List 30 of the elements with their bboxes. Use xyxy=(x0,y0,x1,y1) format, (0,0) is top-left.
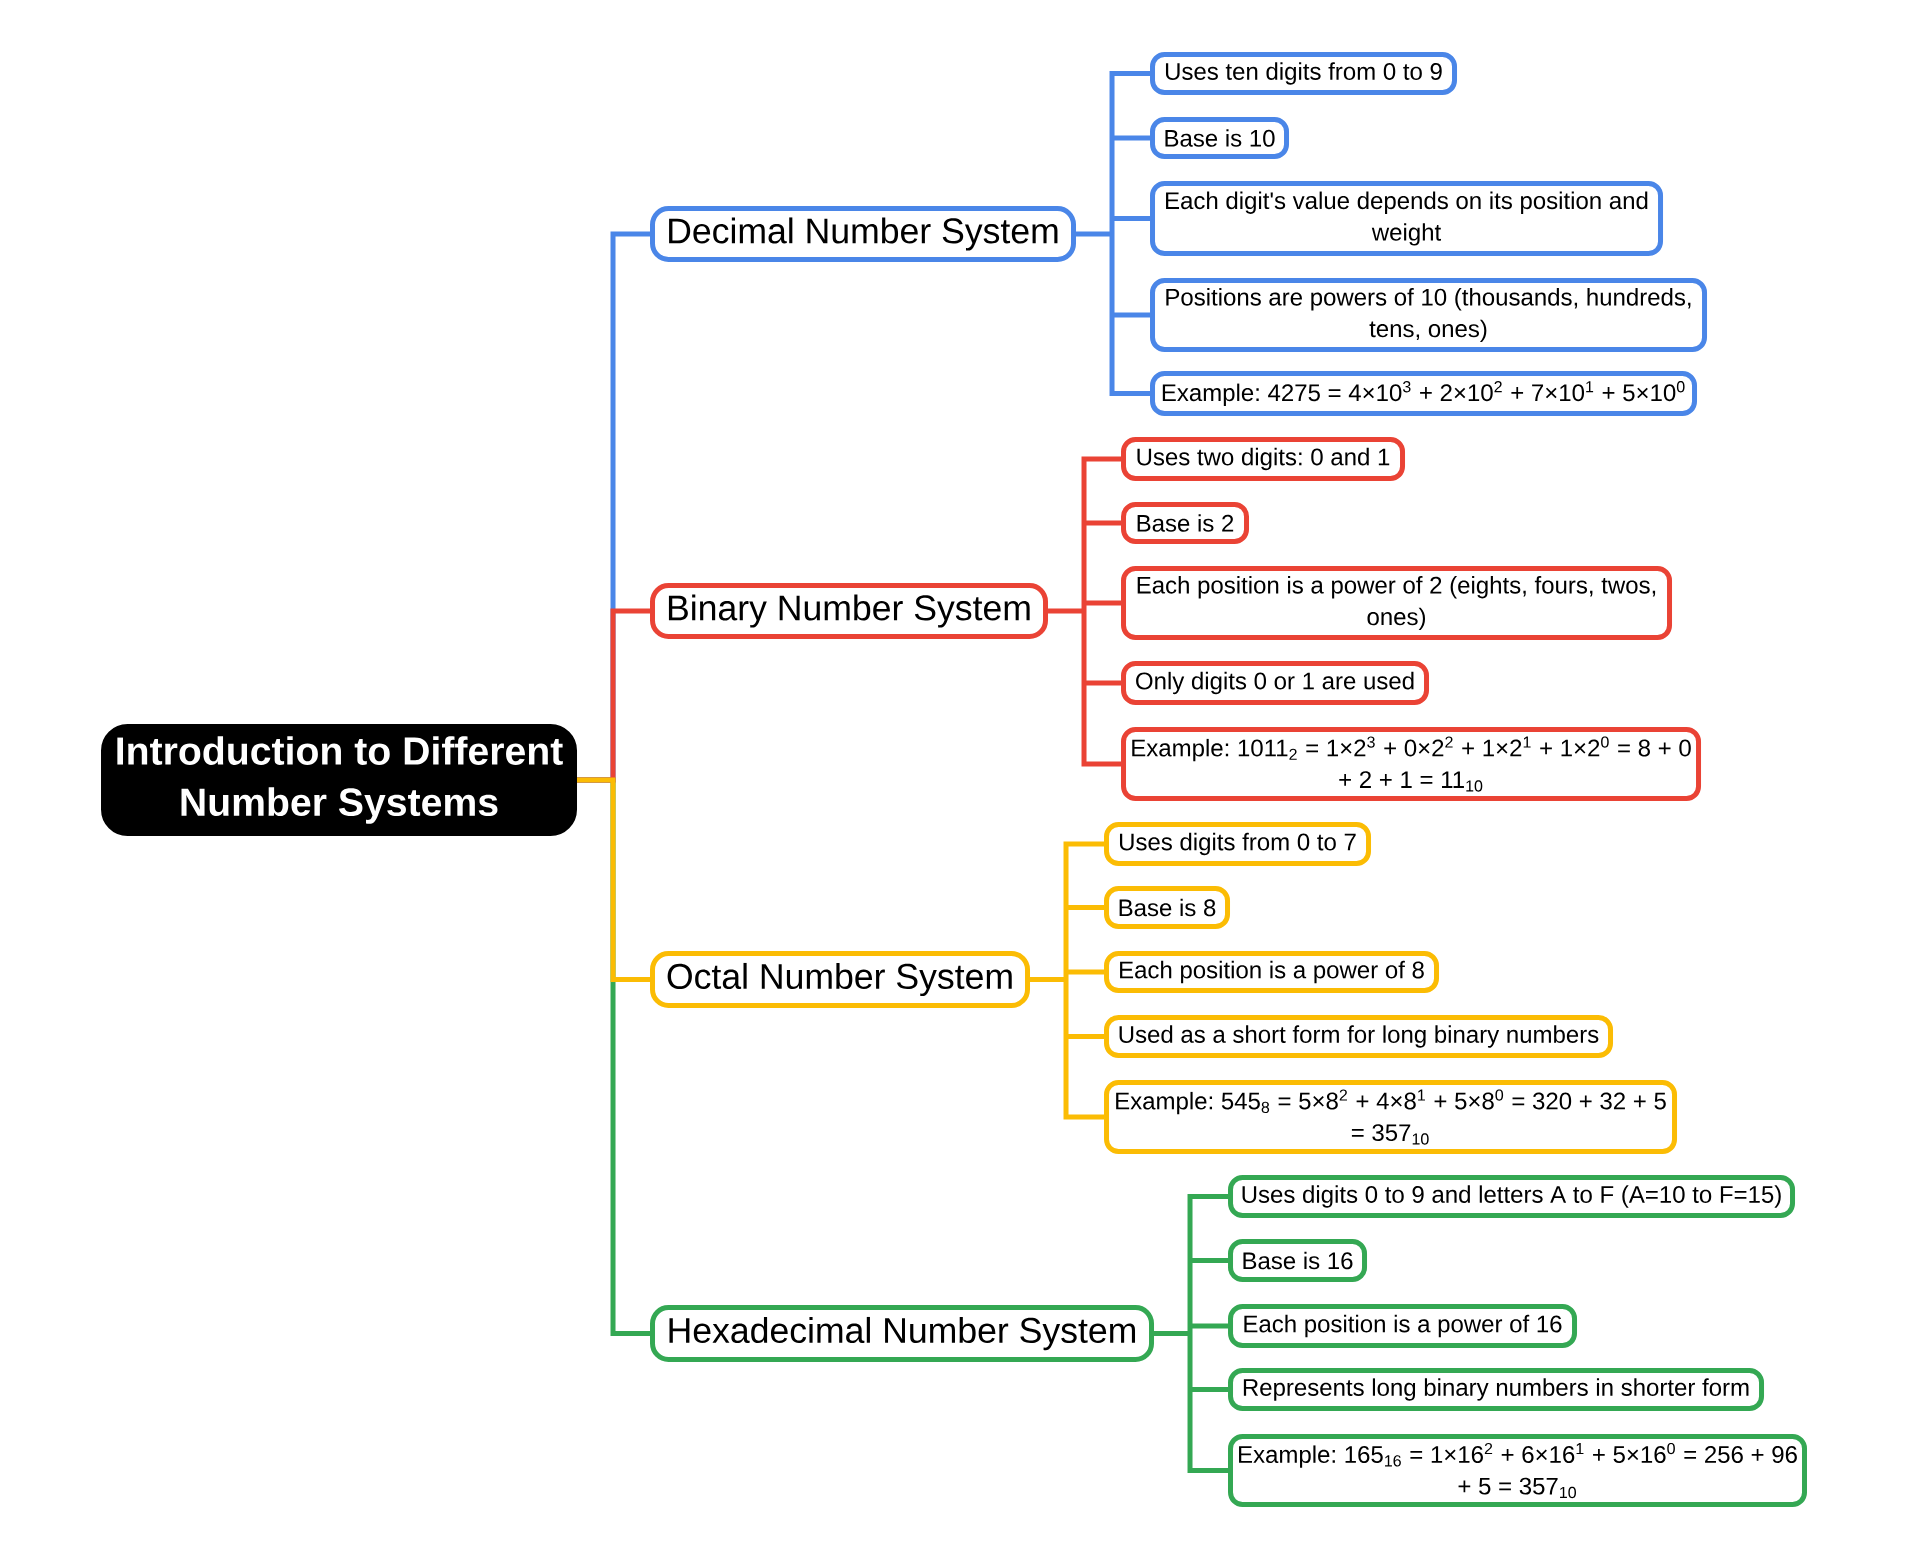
subtopic-box: Example: 165$_{16}$ = 1×16$^{2}$ + 6×16$^{1}$ + 5×16$^{0}$ = 256 + 96 + 5 = 357$_{10}$ xyxy=(1228,1434,1807,1507)
topic-box: Hexadecimal Number System xyxy=(650,1305,1154,1362)
subtopic-box: Example: 1011$_{2}$ = 1×2$^{3}$ + 0×2$^{2}$ + 1×2$^{1}$ + 1×2$^{0}$ = 8 + 0 + 2 + 1 = 11$_{10}$ xyxy=(1121,727,1702,801)
subtopic-box: Uses two digits: 0 and 1 xyxy=(1121,437,1405,481)
subtopic-box: Each digit's value depends on its position and weight xyxy=(1150,181,1663,256)
topic-box: Decimal Number System xyxy=(650,206,1076,262)
connector-line xyxy=(1073,71,1153,396)
connector-line xyxy=(1027,841,1107,1120)
connector-line xyxy=(1151,1194,1231,1473)
connector-line xyxy=(577,777,650,982)
subtopic-box: Uses digits 0 to 9 and letters A to F (A=10 to F=15) xyxy=(1228,1175,1795,1218)
subtopic-box: Example: 4275 = 4×10$^{3}$ + 2×10$^{2}$ + 7×10$^{1}$ + 5×10$^{0}$ xyxy=(1150,371,1697,416)
subtopic-box: Each position is a power of 2 (eights, fours, twos, ones) xyxy=(1121,566,1672,640)
topic-box: Octal Number System xyxy=(650,951,1030,1008)
subtopic-box: Base is 10 xyxy=(1150,117,1289,159)
subtopic-box: Base is 8 xyxy=(1104,886,1230,929)
topic-box: Binary Number System xyxy=(650,583,1048,639)
subtopic-box: Base is 2 xyxy=(1121,502,1249,544)
subtopic-box: Each position is a power of 8 xyxy=(1104,951,1439,993)
subtopic-box: Positions are powers of 10 (thousands, hundreds, tens, ones) xyxy=(1150,278,1707,352)
subtopic-box: Base is 16 xyxy=(1228,1239,1367,1282)
subtopic-box: Example: 545$_{8}$ = 5×8$^{2}$ + 4×8$^{1}$ + 5×8$^{0}$ = 320 + 32 + 5 = 357$_{10}$ xyxy=(1104,1080,1677,1154)
subtopic-box: Uses ten digits from 0 to 9 xyxy=(1150,52,1457,95)
subtopic-box: Used as a short form for long binary numbers xyxy=(1104,1015,1613,1058)
subtopic-box: Represents long binary numbers in shorter form xyxy=(1228,1368,1765,1411)
subtopic-box: Only digits 0 or 1 are used xyxy=(1121,661,1429,705)
central-topic-box: Introduction to Different Number Systems xyxy=(101,724,577,836)
subtopic-box: Uses digits from 0 to 7 xyxy=(1104,822,1371,866)
subtopic-box: Each position is a power of 16 xyxy=(1228,1304,1577,1348)
connector-line xyxy=(1045,456,1124,767)
